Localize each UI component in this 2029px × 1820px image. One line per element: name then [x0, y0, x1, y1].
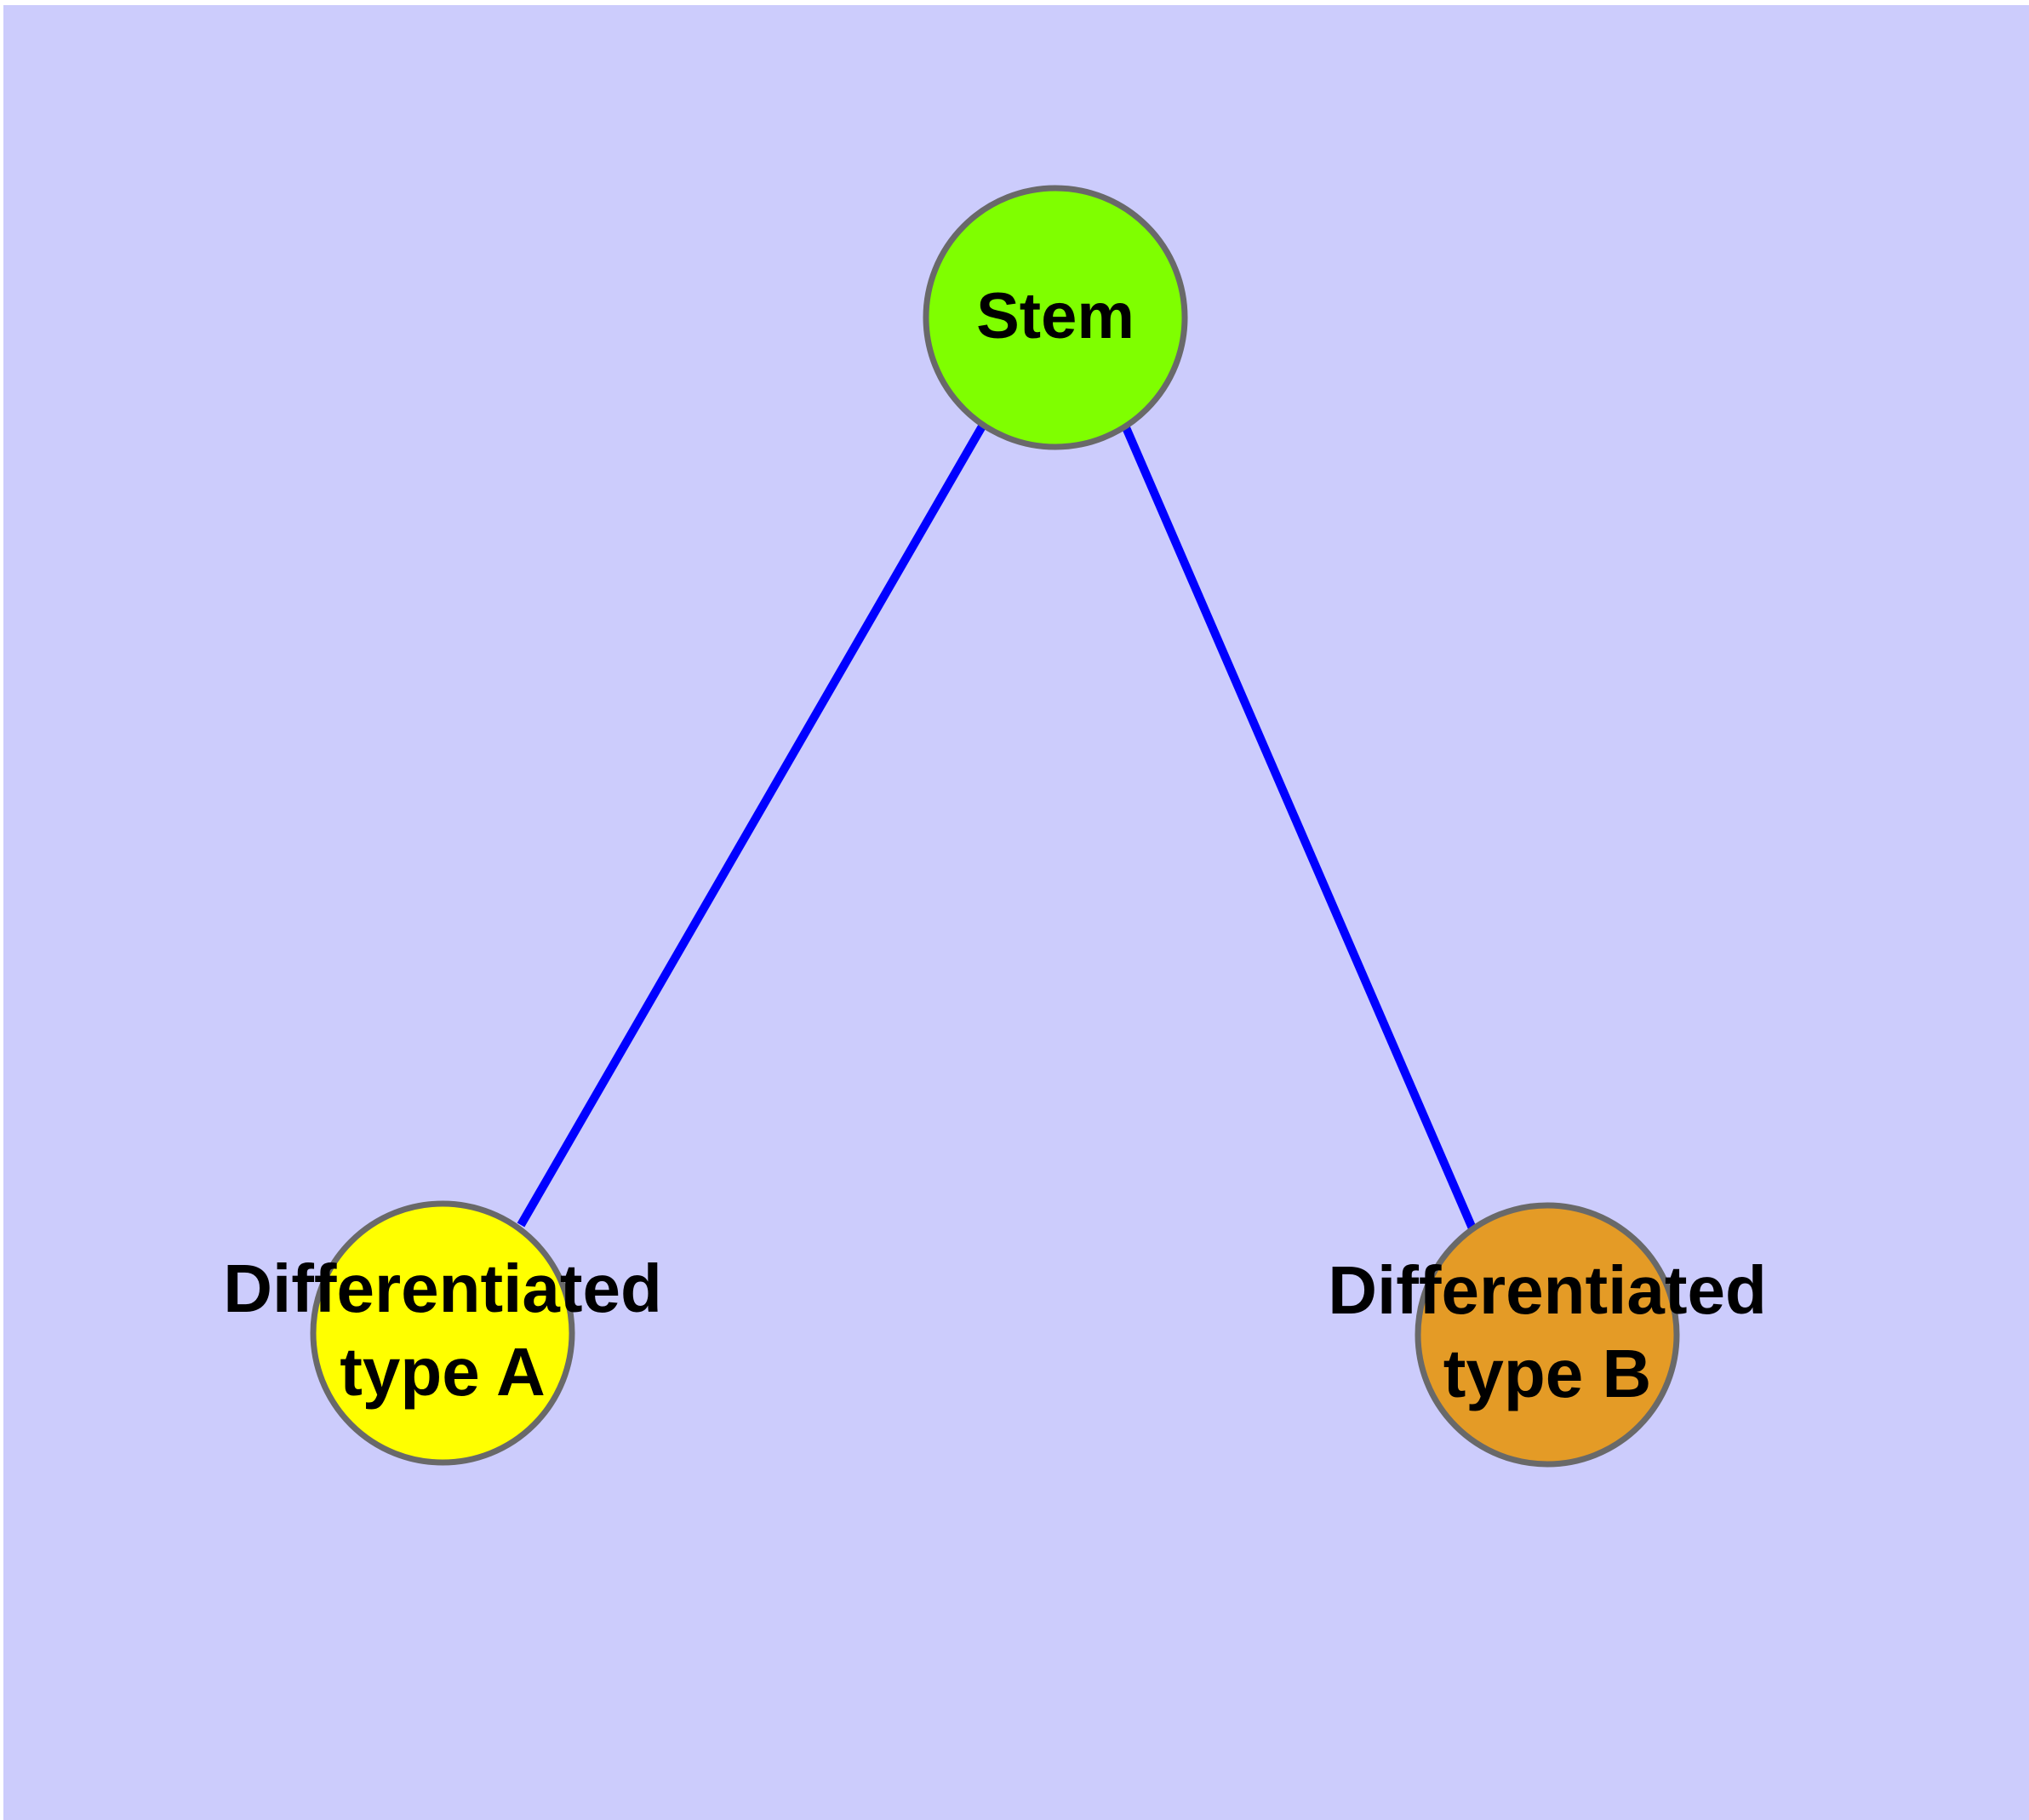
node-stem-circle[interactable] — [923, 185, 1188, 450]
edge-stem-to-differentiated-type-a[interactable] — [517, 422, 987, 1228]
node-layer: Stem Differentiated type A Differentiate… — [223, 185, 1767, 1468]
edge-layer — [517, 422, 1477, 1230]
node-differentiated-type-a-label-line1: Differentiated — [223, 1251, 662, 1326]
node-differentiated-type-a[interactable]: Differentiated type A — [223, 1200, 662, 1466]
node-differentiated-type-a-circle[interactable] — [310, 1200, 575, 1466]
node-differentiated-type-b-label-line1: Differentiated — [1328, 1252, 1767, 1328]
node-stem-label: Stem — [976, 280, 1135, 352]
node-differentiated-type-b[interactable]: Differentiated type B — [1328, 1202, 1767, 1468]
node-differentiated-type-b-circle[interactable] — [1415, 1202, 1680, 1468]
node-differentiated-type-b-label-line2: type B — [1443, 1336, 1652, 1411]
node-stem[interactable]: Stem — [923, 185, 1188, 450]
node-differentiated-type-a-label-line2: type A — [340, 1334, 546, 1410]
edge-stem-to-differentiated-type-b[interactable] — [1121, 424, 1477, 1230]
